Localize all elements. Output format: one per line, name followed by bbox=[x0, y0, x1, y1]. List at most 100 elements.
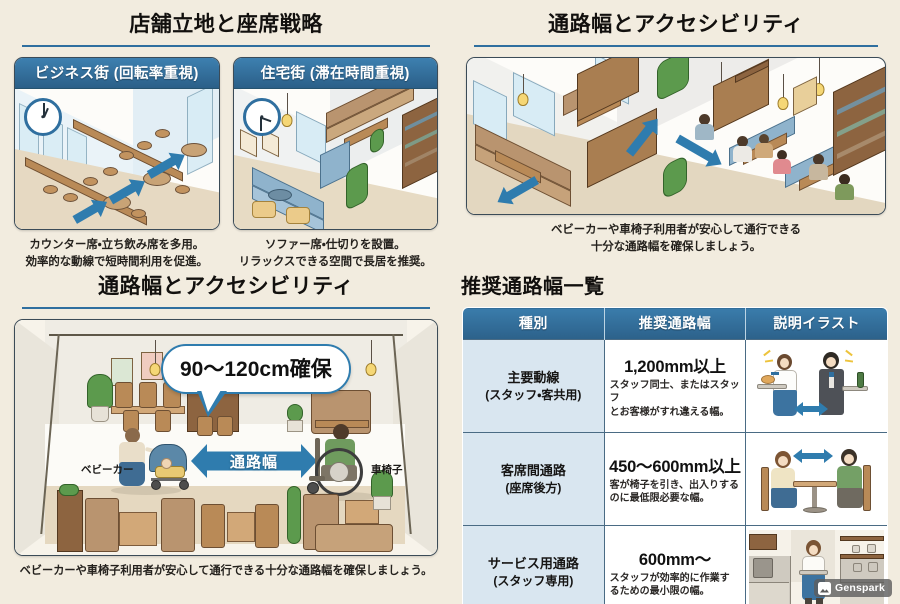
section-recommended-widths: 推奨通路幅一覧 種別 推奨通路幅 説明イラスト 主要動線 (スタッフ・客共用 bbox=[452, 262, 900, 604]
table-pedestal bbox=[812, 487, 818, 509]
column-header-illustration: 説明イラスト bbox=[745, 308, 887, 340]
staff-face bbox=[809, 545, 819, 555]
section-aisle-accessibility-bottom: 通路幅とアクセシビリティ bbox=[0, 262, 452, 604]
staff-necktie bbox=[829, 372, 835, 377]
row1-type-main: 主要動線 bbox=[507, 370, 560, 386]
person-body bbox=[695, 124, 714, 140]
foreground-chair bbox=[201, 504, 225, 548]
image-icon bbox=[817, 581, 831, 595]
ceiling-beam bbox=[49, 334, 403, 336]
stool bbox=[137, 141, 152, 150]
width-indicator-arrow bbox=[793, 449, 834, 463]
cell-width-between-seats: 450〜600mm以上 客が椅子を引き、出入りする のに最低限必要な幅。 bbox=[603, 432, 747, 526]
cell-type-main-route: 主要動線 (スタッフ・客共用) bbox=[463, 339, 605, 433]
aisle-top-caption-line1: ベビーカーや車椅子利用者が安心して通行できる bbox=[550, 224, 802, 236]
row3-width-value: 600mm〜 bbox=[638, 550, 712, 569]
table-row: サービス用通路 (スタッフ専用) 600mm〜 スタッフが効率的に作業す るため… bbox=[463, 525, 887, 604]
dish-stack bbox=[867, 544, 876, 553]
stool bbox=[131, 209, 146, 218]
cell-type-between-seats: 客席間通路 (座席後方) bbox=[463, 432, 605, 526]
bubble-tail bbox=[197, 390, 227, 417]
customer-face bbox=[844, 454, 855, 464]
section-title-aisle-bottom: 通路幅とアクセシビリティ bbox=[98, 275, 354, 298]
arrow-head-left bbox=[191, 444, 207, 478]
title-underline-rule bbox=[22, 45, 430, 47]
person-head bbox=[839, 174, 850, 185]
cell-illustration-main-route bbox=[745, 339, 887, 433]
foreground-table bbox=[119, 512, 157, 546]
illustration-two-staff-passing bbox=[749, 344, 884, 428]
wheelchair-big-wheel bbox=[315, 448, 363, 496]
card-business-district-header: ビジネス街 (回転率重視) bbox=[15, 58, 219, 89]
recommended-widths-table: 種別 推奨通路幅 説明イラスト 主要動線 (スタッフ・客共用) 1,200mm以… bbox=[462, 307, 888, 604]
table-top bbox=[793, 481, 838, 487]
row2-type-sub: (座席後方) bbox=[505, 480, 562, 495]
row2-type-main: 客席間通路 bbox=[500, 463, 566, 479]
stool bbox=[63, 193, 78, 202]
serving-tray bbox=[757, 384, 788, 389]
wine-bottle bbox=[857, 372, 865, 388]
customer-pants bbox=[837, 488, 864, 508]
arrow-head-right bbox=[301, 444, 317, 478]
upper-cabinet bbox=[749, 534, 778, 550]
staff-face bbox=[780, 358, 790, 368]
table-header-row: 種別 推奨通路幅 説明イラスト bbox=[463, 308, 887, 340]
lower-cabinet bbox=[749, 582, 790, 604]
stroller-shadow bbox=[111, 486, 181, 495]
person-body bbox=[835, 184, 854, 200]
customer-top bbox=[771, 468, 796, 490]
stool bbox=[83, 177, 98, 186]
foreground-chair bbox=[255, 504, 279, 548]
parent-skirt bbox=[119, 462, 145, 486]
customer-top bbox=[837, 466, 863, 490]
dish-stack bbox=[852, 545, 860, 553]
title-underline-rule bbox=[22, 307, 430, 309]
wheelchair-shadow bbox=[311, 492, 377, 501]
sparkle bbox=[845, 359, 854, 363]
wheelchair-user-head bbox=[333, 424, 349, 440]
foreground-table bbox=[227, 512, 255, 542]
door-glass bbox=[187, 89, 213, 175]
food-plate bbox=[761, 375, 776, 384]
column-header-width: 推奨通路幅 bbox=[604, 308, 747, 340]
chair bbox=[155, 410, 171, 432]
plant-pot bbox=[287, 420, 303, 432]
aisle-top-caption-line2: 十分な通路幅を確保しましょう。 bbox=[590, 240, 762, 253]
sparkle bbox=[845, 349, 854, 357]
row2-width-desc: 客が椅子を引き、出入りする のに最低限必要な幅。 bbox=[609, 479, 739, 505]
staff-bowtie bbox=[771, 372, 780, 375]
cell-type-service-route: サービス用通路 (スタッフ専用) bbox=[463, 525, 605, 604]
shelf-unit bbox=[57, 490, 83, 552]
card-residential-district: 住宅街 (滞在時間重視) bbox=[232, 57, 438, 230]
row3-width-desc: スタッフが効率的に作業す るための最小限の幅。 bbox=[609, 572, 730, 598]
card-business-district: ビジネス街 (回転率重視) bbox=[14, 57, 220, 230]
aisle-bottom-caption: ベビーカーや車椅子利用者が安心して通行できる十分な通路幅を確保しましょう。 bbox=[19, 565, 433, 577]
baby bbox=[155, 466, 185, 478]
pot bbox=[853, 563, 862, 572]
person-body bbox=[809, 164, 828, 180]
stool bbox=[103, 167, 118, 176]
table-base bbox=[803, 507, 828, 513]
row1-width-desc: スタッフ同士、またはスタッフ とお客様がすれ違える幅。 bbox=[609, 379, 740, 418]
wheelchair-footrest bbox=[309, 476, 325, 481]
card-residential-district-illustration bbox=[233, 89, 437, 229]
armchair bbox=[285, 207, 310, 224]
shelf-plant bbox=[59, 484, 79, 496]
stroller-wheel bbox=[179, 480, 189, 490]
stool bbox=[175, 185, 190, 194]
cell-width-main-route: 1,200mm以上 スタッフ同士、またはスタッフ とお客様がすれ違える幅。 bbox=[603, 339, 747, 433]
wheelchair-hub bbox=[329, 462, 349, 482]
row1-type-sub: (スタッフ・客共用) bbox=[485, 387, 582, 402]
clock-icon bbox=[24, 98, 62, 136]
potted-plant bbox=[87, 374, 113, 408]
recommended-widths-table-wrap: 種別 推奨通路幅 説明イラスト 主要動線 (スタッフ・客共用) 1,200mm以… bbox=[452, 299, 900, 604]
plant-pot bbox=[373, 496, 391, 510]
armchair bbox=[251, 201, 276, 218]
store-location-caption-row: カウンター席・立ち飲み席を多用。 効率的な動線で短時間利用を促進。 ソファー席・… bbox=[0, 230, 452, 270]
stool bbox=[119, 151, 134, 160]
foreground-banquette bbox=[161, 498, 195, 552]
staff-shirt-front bbox=[829, 372, 835, 388]
staff-apron bbox=[773, 390, 798, 416]
sparkle bbox=[765, 359, 774, 363]
label-stroller: ベビーカー bbox=[81, 464, 134, 476]
